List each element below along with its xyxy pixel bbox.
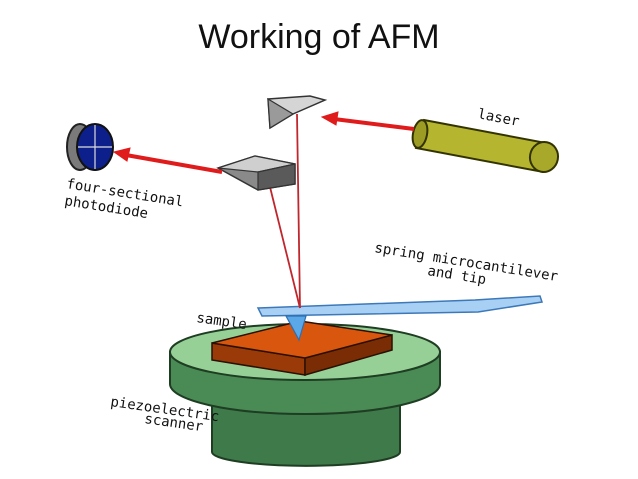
arrow-head-icon [320, 111, 339, 126]
photodiode-arrow [125, 153, 223, 174]
beam-path [269, 113, 301, 309]
laser-source [411, 118, 560, 173]
top-mirror [267, 95, 328, 130]
label-sample: sample [195, 310, 247, 333]
sample [211, 320, 393, 376]
beam-arrows [112, 111, 415, 174]
label-laser: laser [476, 106, 520, 130]
photodiode [66, 123, 114, 171]
microcantilever [256, 295, 543, 342]
laser-arrow [333, 117, 415, 131]
diagram-title: Working of AFM [198, 18, 440, 56]
side-mirror [216, 155, 296, 191]
arrow-head-icon [112, 147, 131, 162]
